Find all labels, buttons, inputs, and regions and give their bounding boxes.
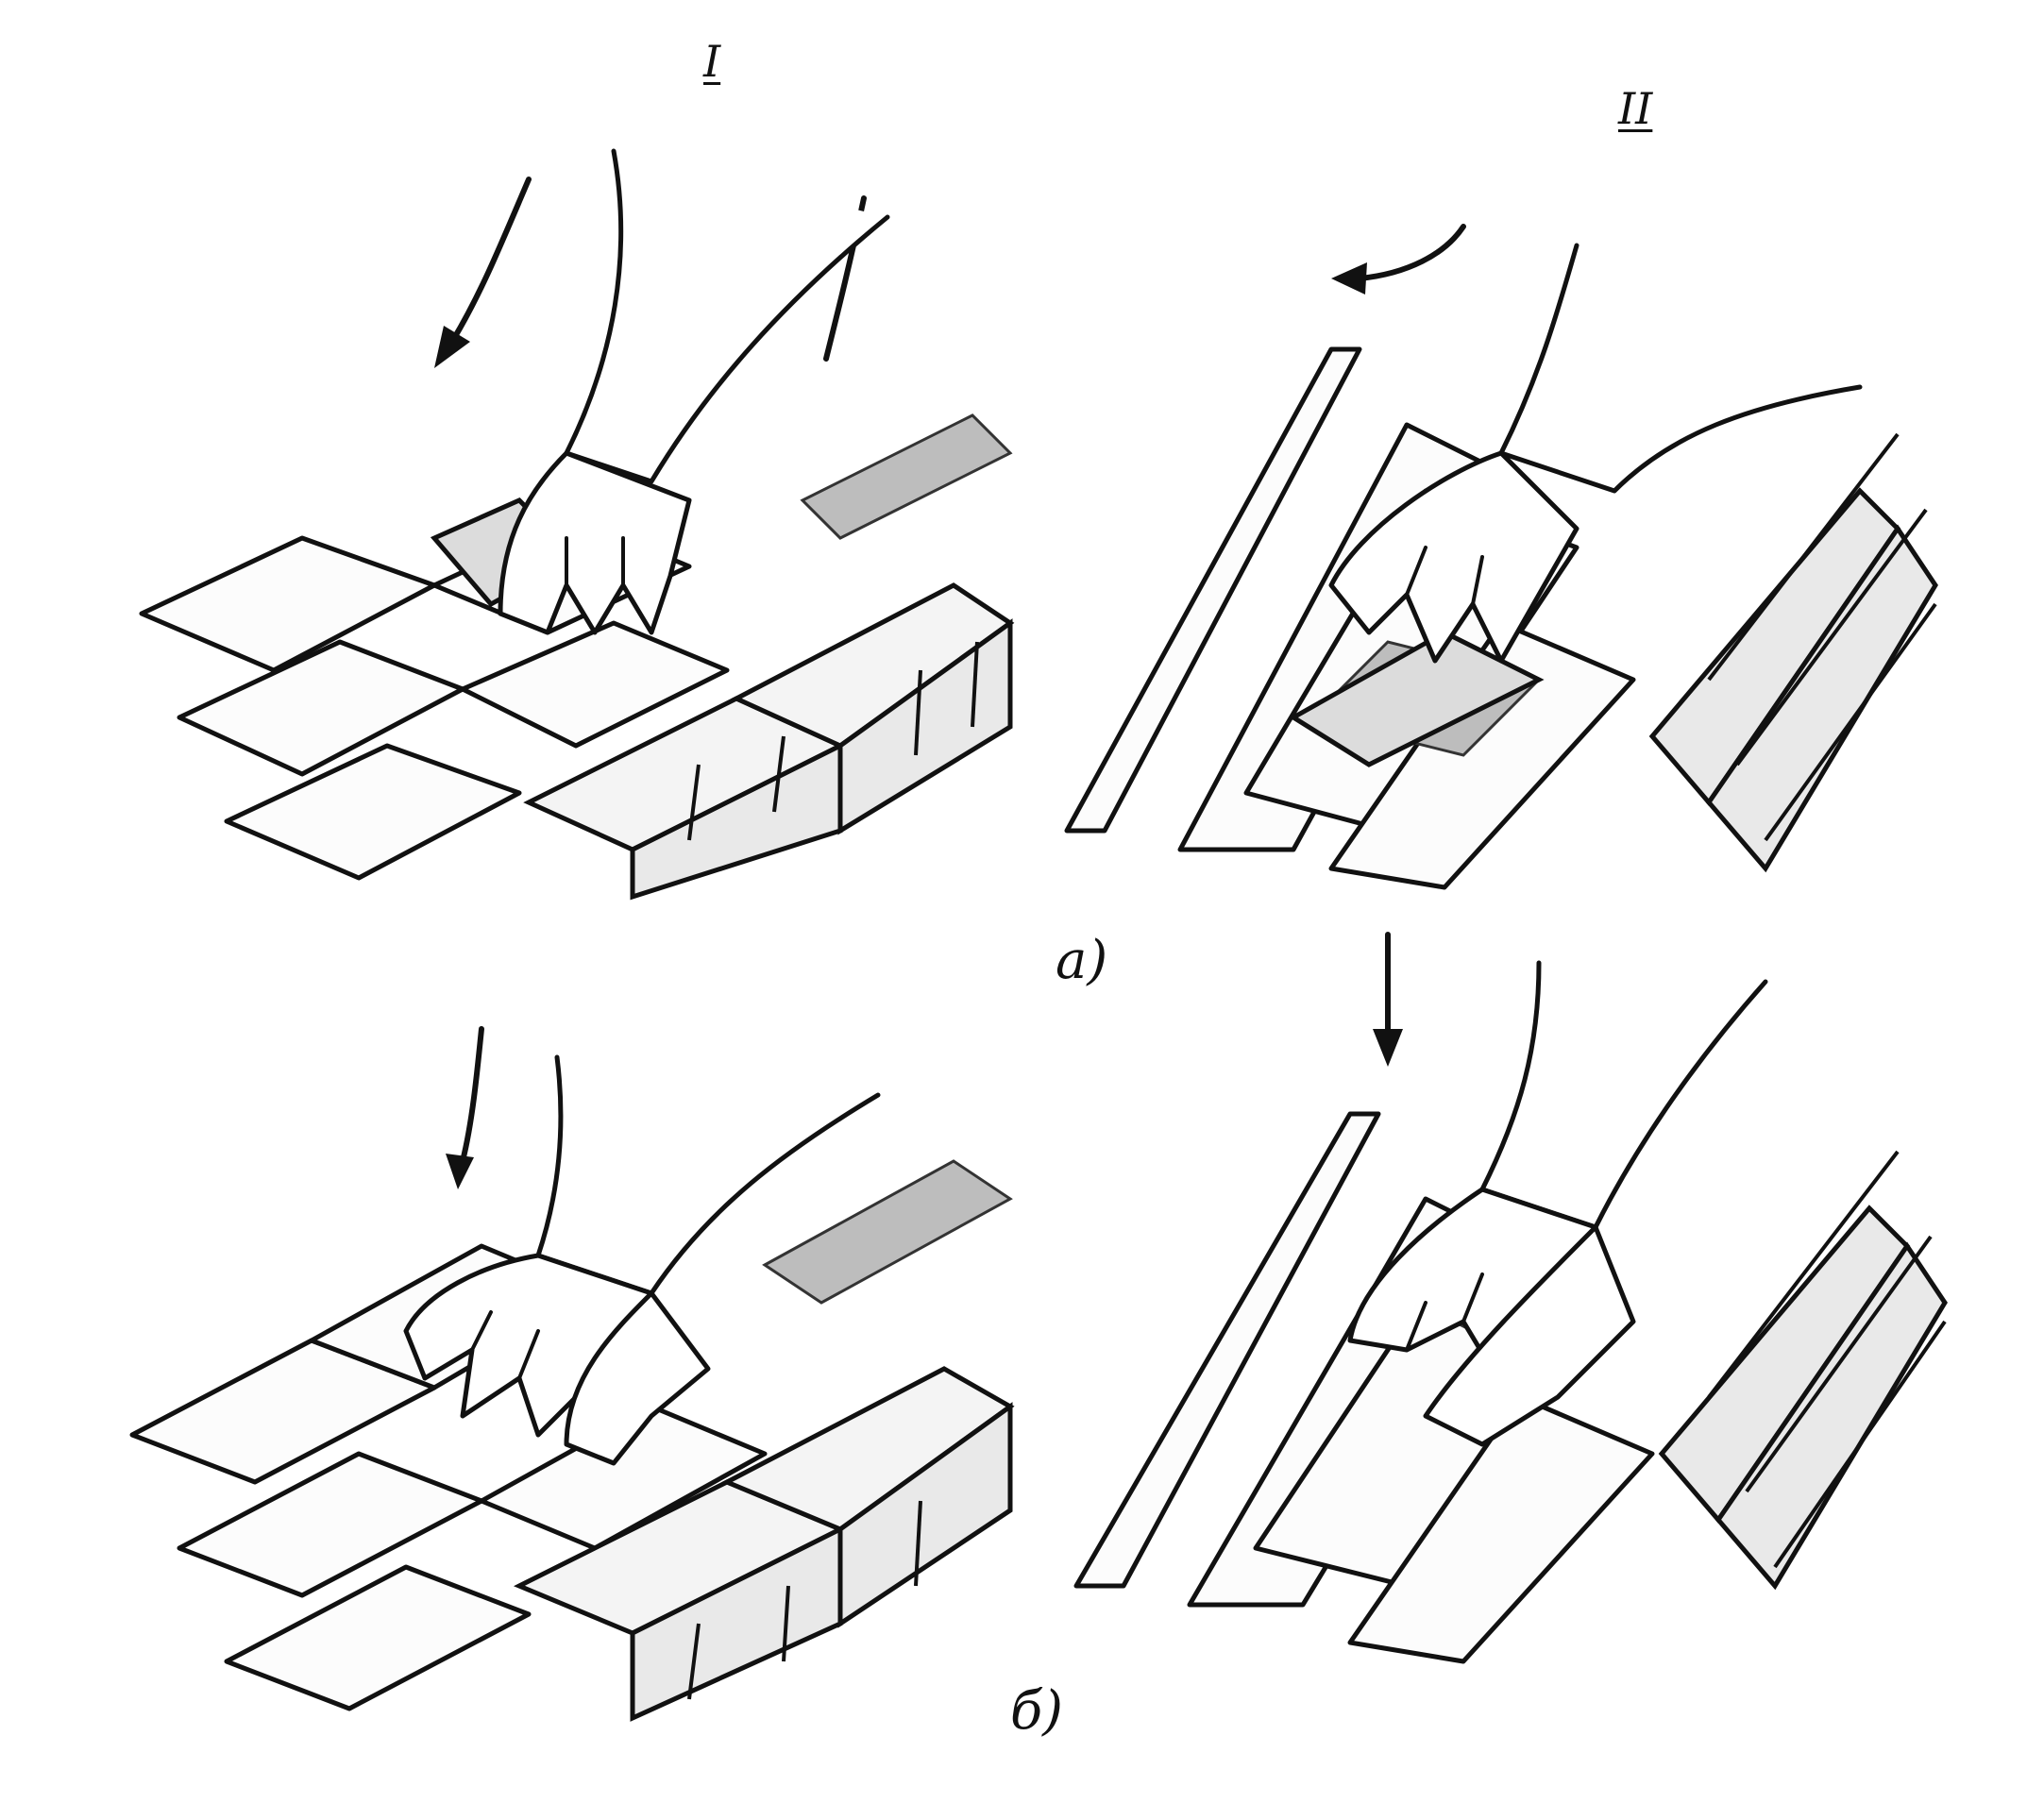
- arm: [564, 148, 890, 484]
- brick-wall-side: [1658, 1150, 1948, 1591]
- panel-II-a: [1064, 224, 1938, 890]
- arm: [535, 1054, 881, 1296]
- arrowhead: [434, 326, 470, 368]
- brick-wall-front: [523, 413, 1015, 901]
- hand-second: [564, 1290, 711, 1466]
- row-a-caption: а): [1056, 930, 1108, 991]
- panel-I-b: [129, 1026, 1015, 1722]
- trowel-icon: [1289, 630, 1545, 767]
- column-one-label: I: [703, 36, 721, 87]
- curved-arrow-icon: [460, 1026, 484, 1164]
- column-two-label: II: [1618, 83, 1653, 134]
- curved-arrow-icon: [450, 177, 532, 343]
- hand-second: [1423, 1224, 1636, 1447]
- panel-II-b: [1073, 932, 1948, 1664]
- arm: [1498, 243, 1863, 494]
- arm: [1479, 960, 1768, 1230]
- brick-wall-front: [513, 1159, 1015, 1722]
- row-b-caption: б): [1010, 1680, 1064, 1742]
- hand: [498, 450, 692, 635]
- curved-arrow-icon: [1357, 224, 1466, 281]
- hand: [1328, 450, 1579, 664]
- brick-wall-side: [1648, 432, 1938, 873]
- panel-I-a: [139, 148, 1015, 901]
